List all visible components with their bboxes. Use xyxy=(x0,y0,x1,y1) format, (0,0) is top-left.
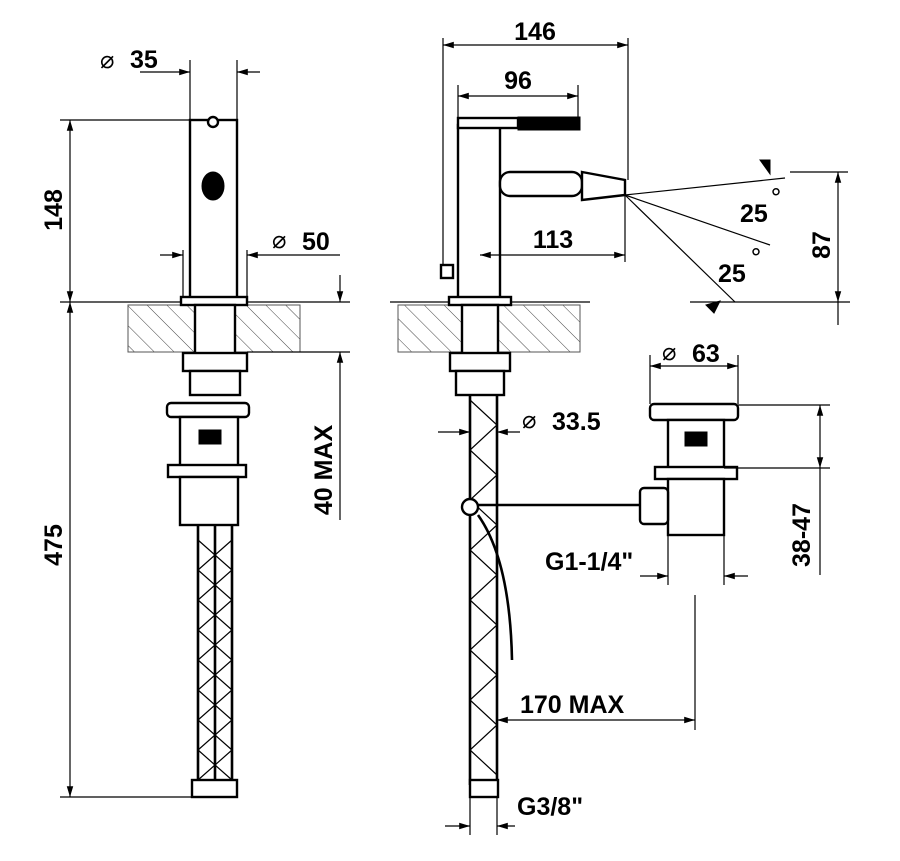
diameter-symbol: ⌀ xyxy=(522,406,536,434)
diameter-symbol: ⌀ xyxy=(272,226,286,254)
mixer-body-side xyxy=(456,123,502,300)
dim-diameter-50: 50 xyxy=(302,228,330,256)
dim-angle-up-25: 25 xyxy=(740,200,768,228)
spray-nozzle xyxy=(580,170,627,202)
dim-diameter-63: 63 xyxy=(692,340,720,368)
dim-diameter-33-5: 33.5 xyxy=(552,408,601,436)
degree-symbol: ° xyxy=(770,184,782,212)
supply-hoses-front xyxy=(196,525,234,785)
mixer-body-front xyxy=(188,118,239,300)
dim-reach-113: 113 xyxy=(533,226,573,254)
dim-height-475: 475 xyxy=(40,524,68,566)
dim-thread-g3-8: G3/8" xyxy=(517,793,583,821)
dim-rod-170-max: 170 MAX xyxy=(520,691,625,719)
dim-depth-146: 146 xyxy=(514,18,556,46)
diameter-symbol: ⌀ xyxy=(100,46,114,74)
lever-handle xyxy=(517,116,581,131)
dim-angle-down-25: 25 xyxy=(718,260,746,288)
dim-height-87: 87 xyxy=(808,231,836,259)
dim-height-148: 148 xyxy=(40,189,68,231)
dim-lever-96: 96 xyxy=(504,67,532,95)
front-view: ⌀ 35 148 ⌀ 50 475 40 MAX xyxy=(40,46,350,799)
side-view: 146 96 113 25 ° 25 ° 87 ⌀ 63 ⌀ 33.5 38-4… xyxy=(390,18,850,835)
degree-symbol: ° xyxy=(750,244,762,272)
dim-diameter-35: 35 xyxy=(130,46,158,74)
dim-deck-40-max: 40 MAX xyxy=(310,425,338,516)
diameter-symbol: ⌀ xyxy=(662,338,676,366)
lever-knob-icon xyxy=(201,171,225,201)
dim-thread-g1-1-4: G1-1/4" xyxy=(545,548,633,576)
supply-hose-side xyxy=(468,395,499,785)
dim-waste-38-47: 38-47 xyxy=(788,503,816,567)
